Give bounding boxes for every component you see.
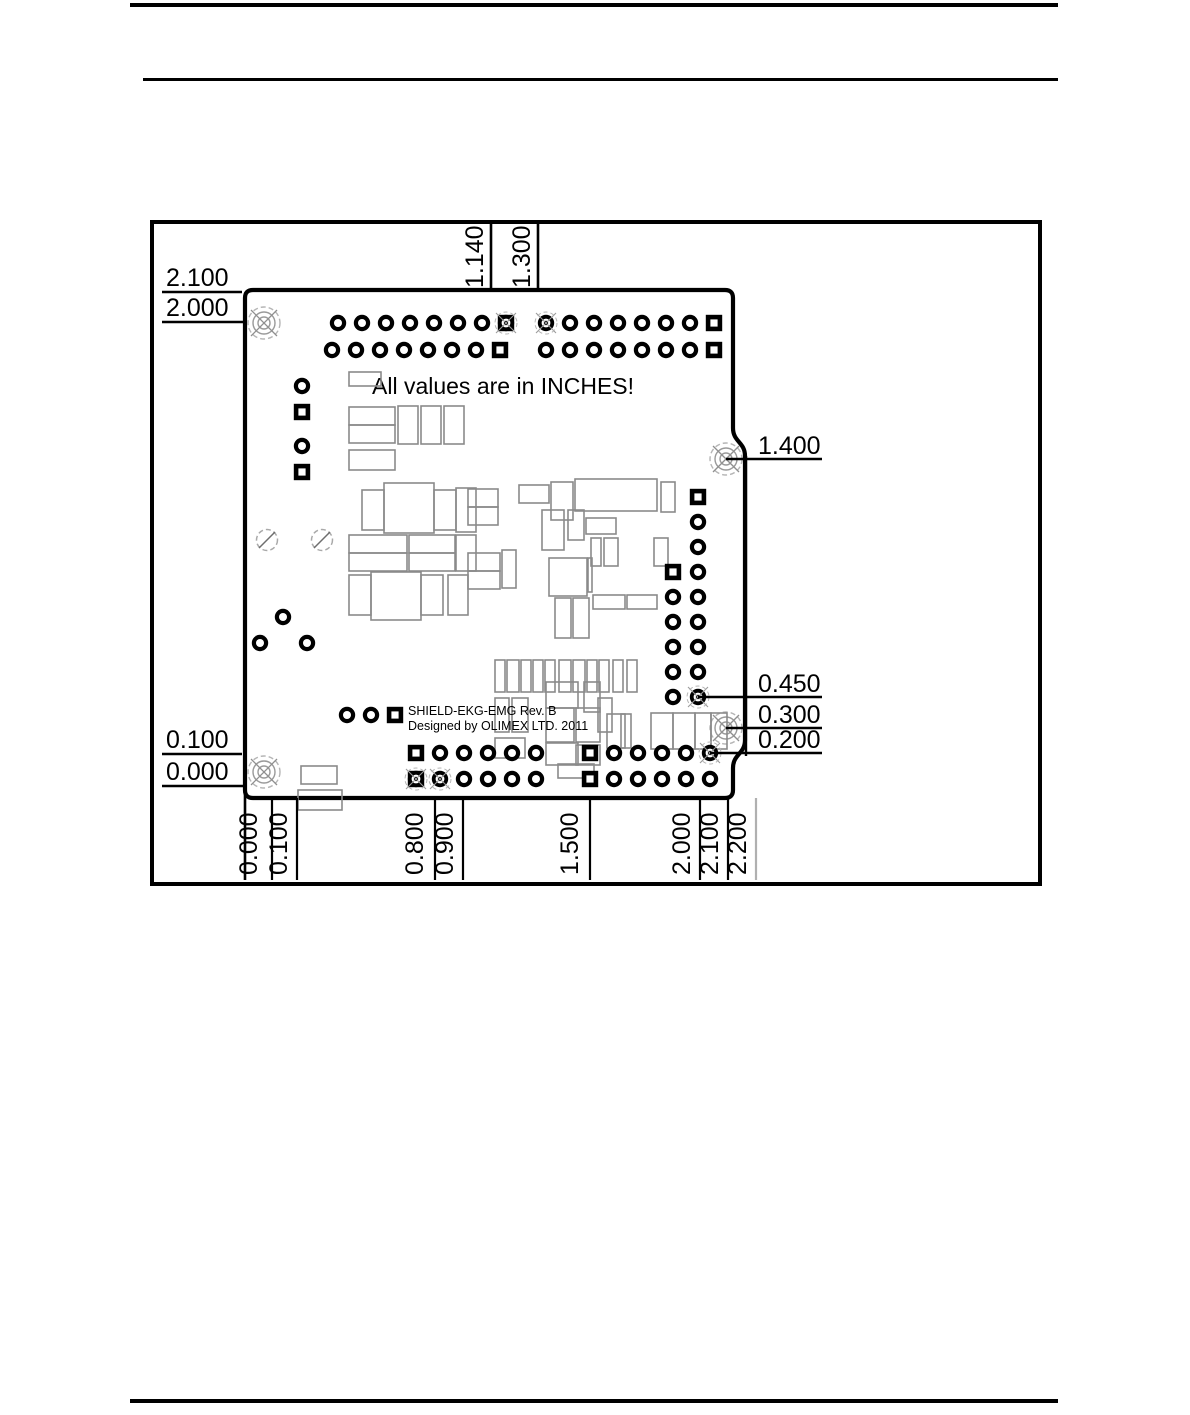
left-edge-pads [293,377,311,481]
dim-bottom-2100-text: 2.100 [696,812,724,875]
dim-left-0000-text: 0.000 [166,758,229,786]
header-top-left-row1 [329,311,518,335]
dim-top-1140: 1.140 [461,224,493,290]
dim-bottom-2100: 2.100 [696,798,730,880]
dim-bottom-2200-text: 2.200 [724,812,752,875]
footer-rule [130,1399,1058,1403]
dim-right-0300-text: 0.300 [758,701,821,729]
header-bottom-right-row2 [581,770,719,788]
dim-left-0000: 0.000 [162,758,245,788]
header-top-left-row2 [323,341,509,359]
right-pad-column-inner [664,563,682,706]
dim-right-0300: 0.300 [726,701,822,730]
dim-bottom-2200: 2.200 [724,798,758,880]
dim-bottom-0900-text: 0.900 [431,812,459,875]
drawing-frame [150,220,1042,886]
dim-bottom-1500-text: 1.500 [556,812,584,875]
header-rule-bottom [143,78,1058,81]
dim-right-0450: 0.450 [698,670,822,699]
dim-top-1300: 1.300 [508,224,540,290]
dim-left-0100-text: 0.100 [166,726,229,754]
header-rule-top [130,3,1058,7]
header-top-right-row1 [534,311,723,335]
dimension-drawing: All values are in INCHES! [150,220,1042,886]
dim-right-0450-text: 0.450 [758,670,821,698]
dim-bottom-2000: 2.000 [668,798,702,880]
dim-right-1400: 1.400 [726,432,822,461]
component-outlines [297,371,728,811]
dim-bottom-0000-text: 0.000 [235,812,263,875]
dim-left-0100: 0.100 [162,726,242,756]
inches-note: All values are in INCHES! [372,373,634,399]
dim-bottom-0100-text: 0.100 [265,812,293,875]
dim-top-1140-text: 1.140 [461,225,489,288]
dim-left-2000-text: 2.000 [166,294,229,322]
dim-bottom-0800: 0.800 [401,798,437,880]
left-triangle-pads [251,608,316,652]
right-pad-column-outer [686,488,710,709]
board-label-line2: Designed by OLIMEX LTD. 2011 [408,719,588,733]
dim-left-2100: 2.100 [162,264,242,294]
mounting-hole-top-left [247,306,281,340]
label-adjacent-pads [338,706,404,724]
board-label-line1: SHIELD-EKG-EMG Rev. B [408,704,556,718]
dim-bottom-0800-text: 0.800 [401,812,429,875]
dim-bottom-2000-text: 2.000 [668,812,696,875]
dim-top-1300-text: 1.300 [508,225,536,288]
header-top-right-row2 [537,341,723,359]
dim-right-0200-text: 0.200 [758,726,821,754]
plain-hole-left-b2 [310,528,334,552]
dim-left-2000: 2.000 [162,294,245,324]
dim-bottom-1500: 1.500 [556,798,592,880]
mounting-hole-bottom-left [247,755,281,789]
dim-right-0200: 0.200 [710,726,822,755]
header-bottom-left-row2 [404,767,545,791]
dim-bottom-0900: 0.900 [431,798,465,880]
dim-bottom-0100: 0.100 [265,798,299,880]
plain-hole-left-a [255,528,279,552]
dim-left-2100-text: 2.100 [166,264,229,292]
dim-bottom-0000: 0.000 [235,790,263,880]
dim-right-1400-text: 1.400 [758,432,821,460]
